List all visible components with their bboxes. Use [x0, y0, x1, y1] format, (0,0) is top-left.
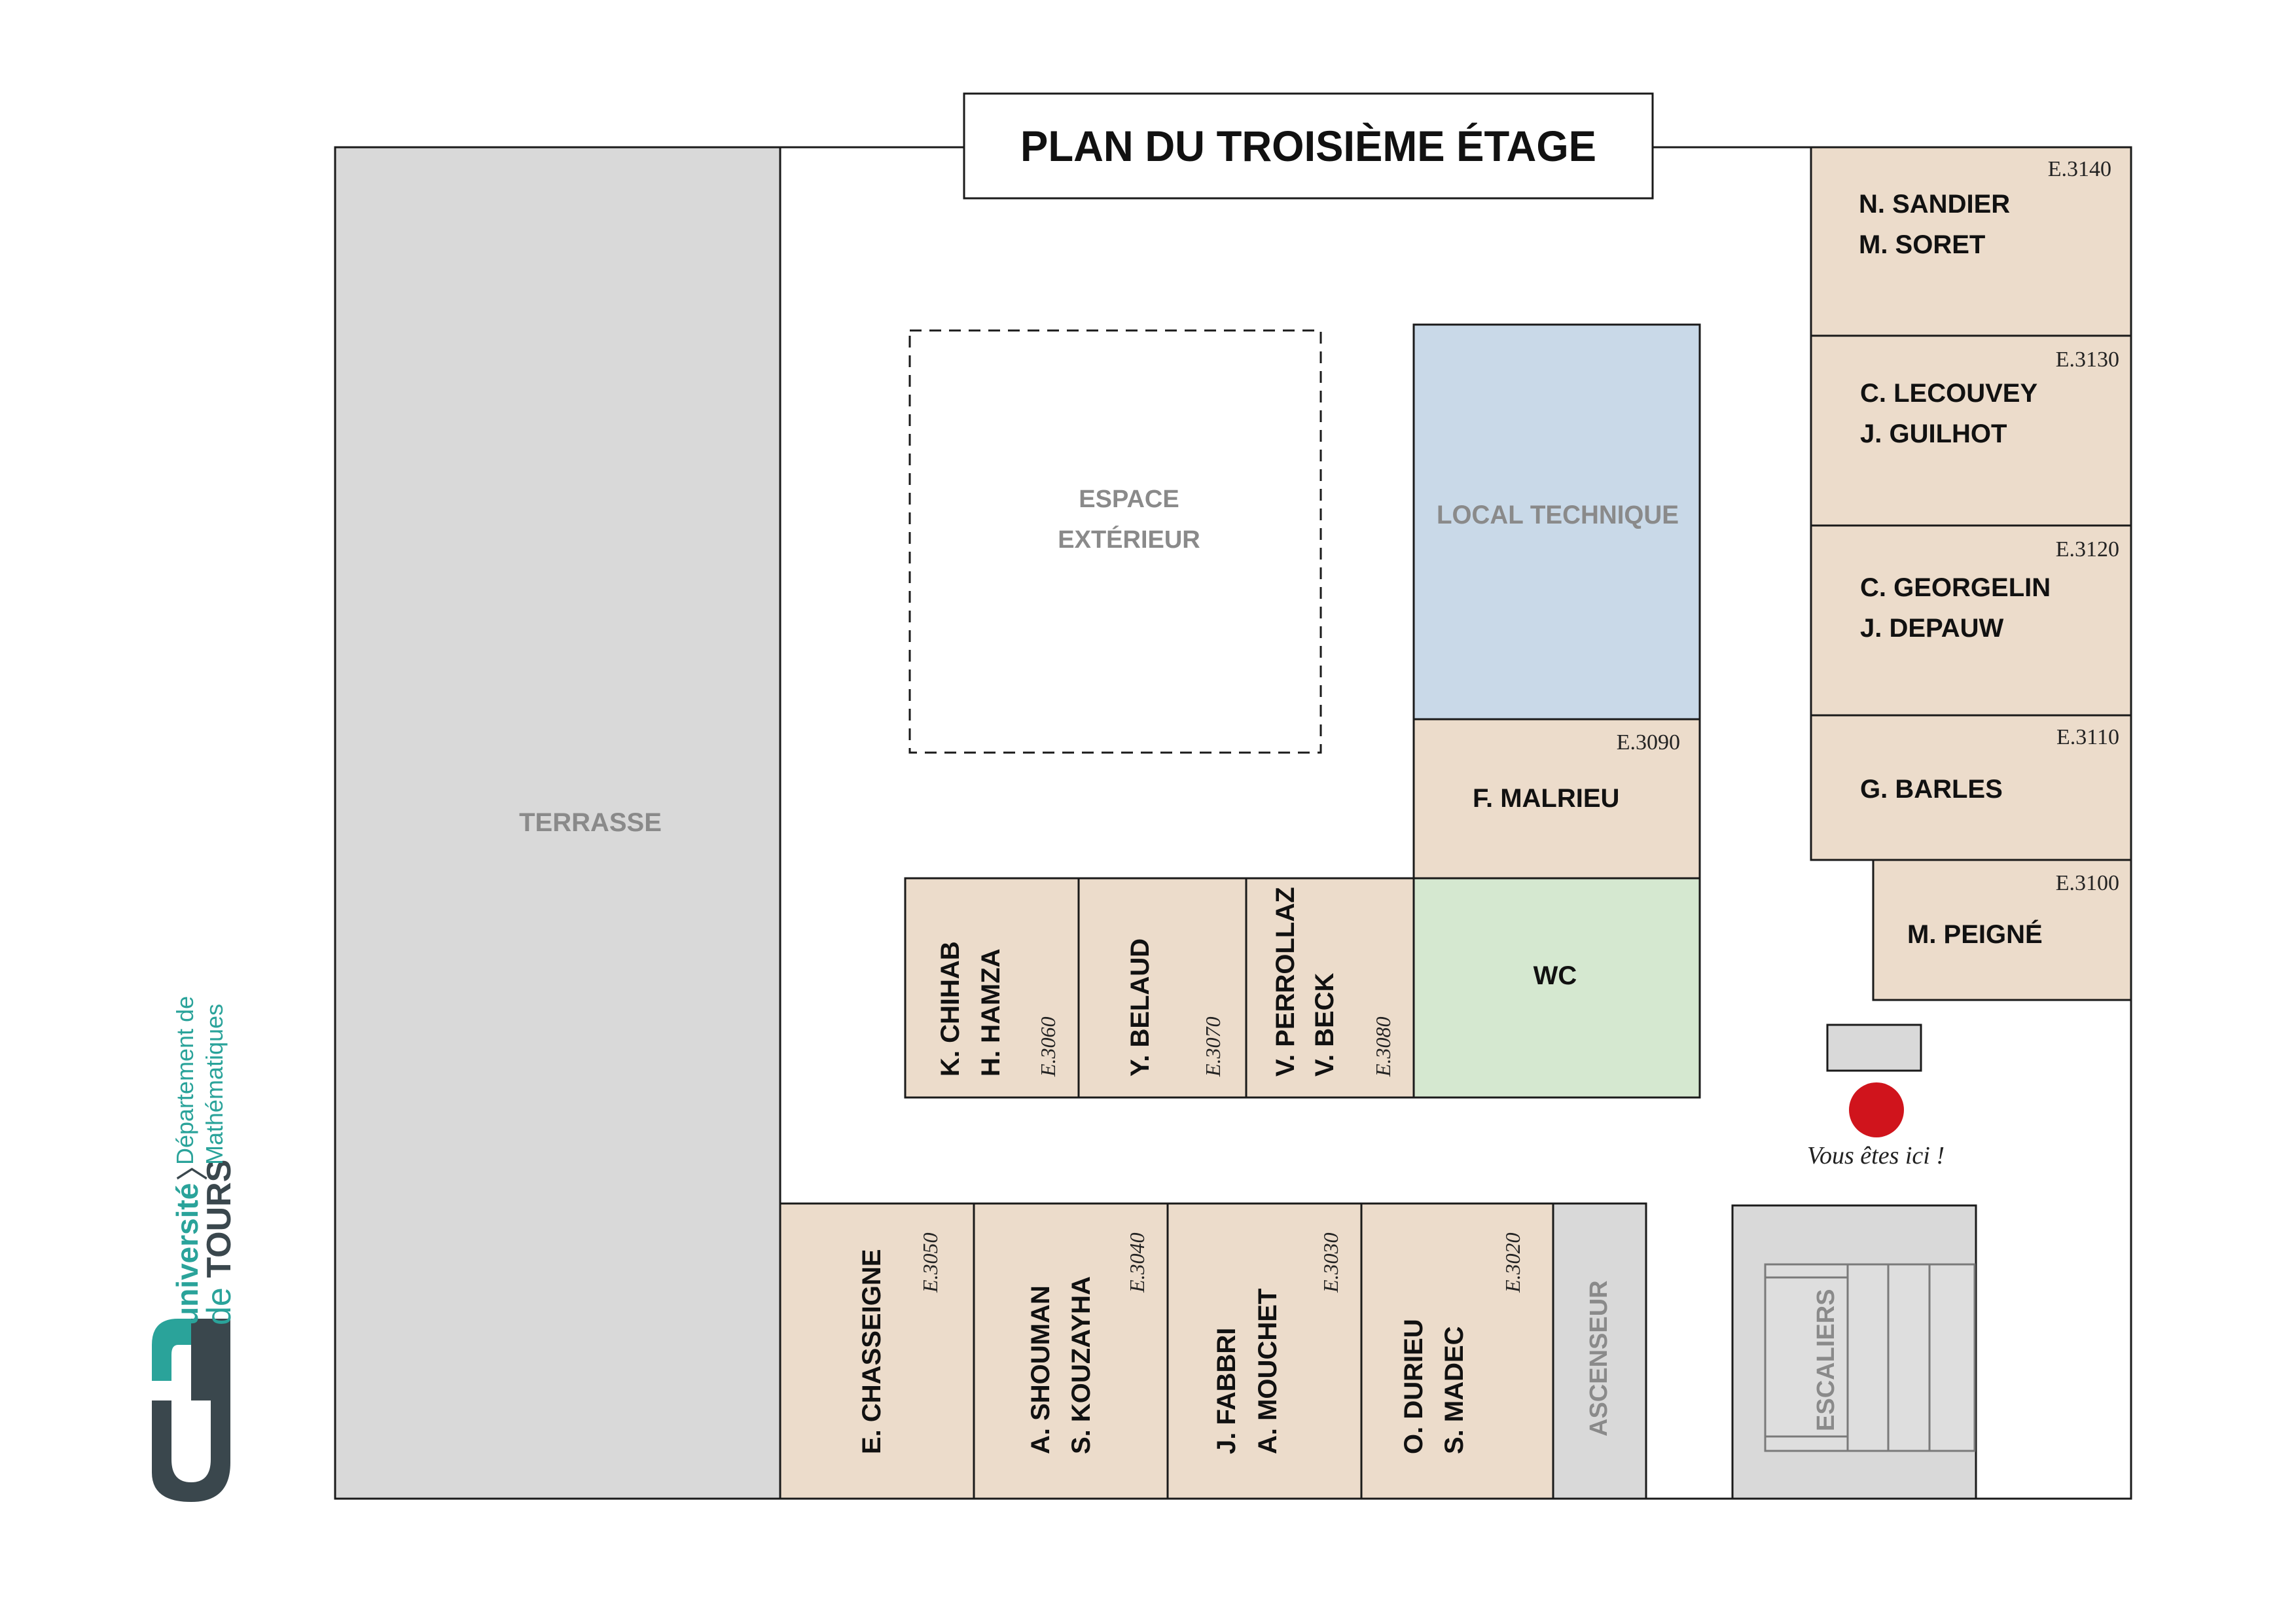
ut-logo-mark [152, 1319, 230, 1502]
office-e3060-name2: H. HAMZA [977, 948, 1005, 1077]
office-e3110-name1: G. BARLES [1860, 775, 2003, 804]
logo-de-tours: de TOURS [200, 1160, 238, 1325]
office-e3100-name1: M. PEIGNÉ [1907, 919, 2043, 949]
office-e3080-name1: V. PERROLLAZ [1271, 887, 1300, 1077]
office-e3040 [973, 1202, 1169, 1500]
espace-label-line2: EXTÉRIEUR [1058, 525, 1200, 554]
office-e3040-name2: S. KOUZAYHA [1067, 1276, 1096, 1454]
ascenseur-label: ASCENSEUR [1585, 1280, 1613, 1436]
office-e3100-number: E.3100 [2056, 871, 2119, 895]
office-e3060 [904, 877, 1080, 1099]
office-e3050 [779, 1202, 975, 1500]
espace-exterieur-area [908, 329, 1322, 754]
wc-area [1412, 877, 1701, 1099]
office-e3120-number: E.3120 [2056, 537, 2119, 562]
logo-universite: université [170, 1183, 204, 1325]
office-e3070-name1: Y. BELAUD [1126, 938, 1155, 1077]
office-e3140-name2: M. SORET [1859, 230, 1985, 259]
you-are-here-label: Vous êtes ici ! [1807, 1142, 1945, 1169]
page-title: PLAN DU TROISIÈME ÉTAGE [1020, 122, 1596, 170]
office-e3100 [1872, 859, 2132, 1001]
reception-desk [1826, 1024, 1922, 1072]
office-e3040-number: E.3040 [1125, 1232, 1149, 1293]
local-technique-area [1412, 323, 1701, 721]
office-e3120-name1: C. GEORGELIN [1860, 573, 2051, 602]
office-e3090 [1412, 718, 1701, 880]
office-e3140-name1: N. SANDIER [1859, 190, 2010, 219]
logo-separator: 〉 [175, 1149, 211, 1181]
office-e3090-name1: F. MALRIEU [1473, 784, 1619, 813]
ascenseur-area [1552, 1202, 1647, 1500]
office-e3140 [1810, 146, 2132, 337]
terrasse-area [334, 146, 781, 1500]
office-e3060-number: E.3060 [1036, 1016, 1060, 1077]
office-e3130 [1810, 334, 2132, 527]
local-technique-label: LOCAL TECHNIQUE [1437, 501, 1679, 529]
office-e3020-name1: O. DURIEU [1399, 1319, 1428, 1454]
terrasse-label: TERRASSE [519, 808, 662, 837]
logo-dept-line2: Mathématiques [201, 1004, 228, 1165]
espace-label-line1: ESPACE [1079, 486, 1179, 513]
office-e3080 [1245, 877, 1415, 1099]
title-box [963, 92, 1654, 200]
logo-dept-line1: Département de [171, 996, 198, 1165]
office-e3040-name1: A. SHOUMAN [1026, 1285, 1055, 1454]
office-e3080-name2: V. BECK [1310, 972, 1339, 1077]
office-e3030-name1: J. FABBRI [1212, 1328, 1241, 1454]
office-e3070-number: E.3070 [1201, 1016, 1225, 1077]
office-e3140-number: E.3140 [2048, 157, 2111, 181]
office-e3130-name1: C. LECOUVEY [1860, 379, 2037, 408]
office-e3030-number: E.3030 [1319, 1232, 1342, 1293]
office-e3030 [1166, 1202, 1363, 1500]
office-e3070 [1077, 877, 1247, 1099]
escaliers-label: ESCALIERS [1812, 1289, 1840, 1431]
office-e3020-name2: S. MADEC [1440, 1326, 1469, 1454]
university-logo: université de TOURS 〉 Département de Mat… [152, 996, 238, 1502]
office-e3050-name1: E. CHASSEIGNE [857, 1249, 886, 1454]
office-e3130-number: E.3130 [2056, 348, 2119, 372]
you-are-here-marker [1849, 1082, 1904, 1137]
office-e3060-name1: K. CHIHAB [936, 941, 965, 1077]
office-e3080-number: E.3080 [1371, 1016, 1395, 1077]
office-e3110-number: E.3110 [2056, 725, 2119, 749]
office-e3090-number: E.3090 [1617, 730, 1680, 755]
office-e3050-number: E.3050 [918, 1232, 942, 1293]
office-e3020-number: E.3020 [1501, 1232, 1524, 1293]
office-e3120-name2: J. DEPAUW [1860, 614, 2004, 643]
wc-label: WC [1534, 961, 1577, 990]
stair-block [1764, 1263, 1976, 1452]
office-e3130-name2: J. GUILHOT [1860, 419, 2007, 448]
office-e3030-name2: A. MOUCHET [1253, 1289, 1282, 1454]
office-e3110 [1810, 714, 2132, 861]
